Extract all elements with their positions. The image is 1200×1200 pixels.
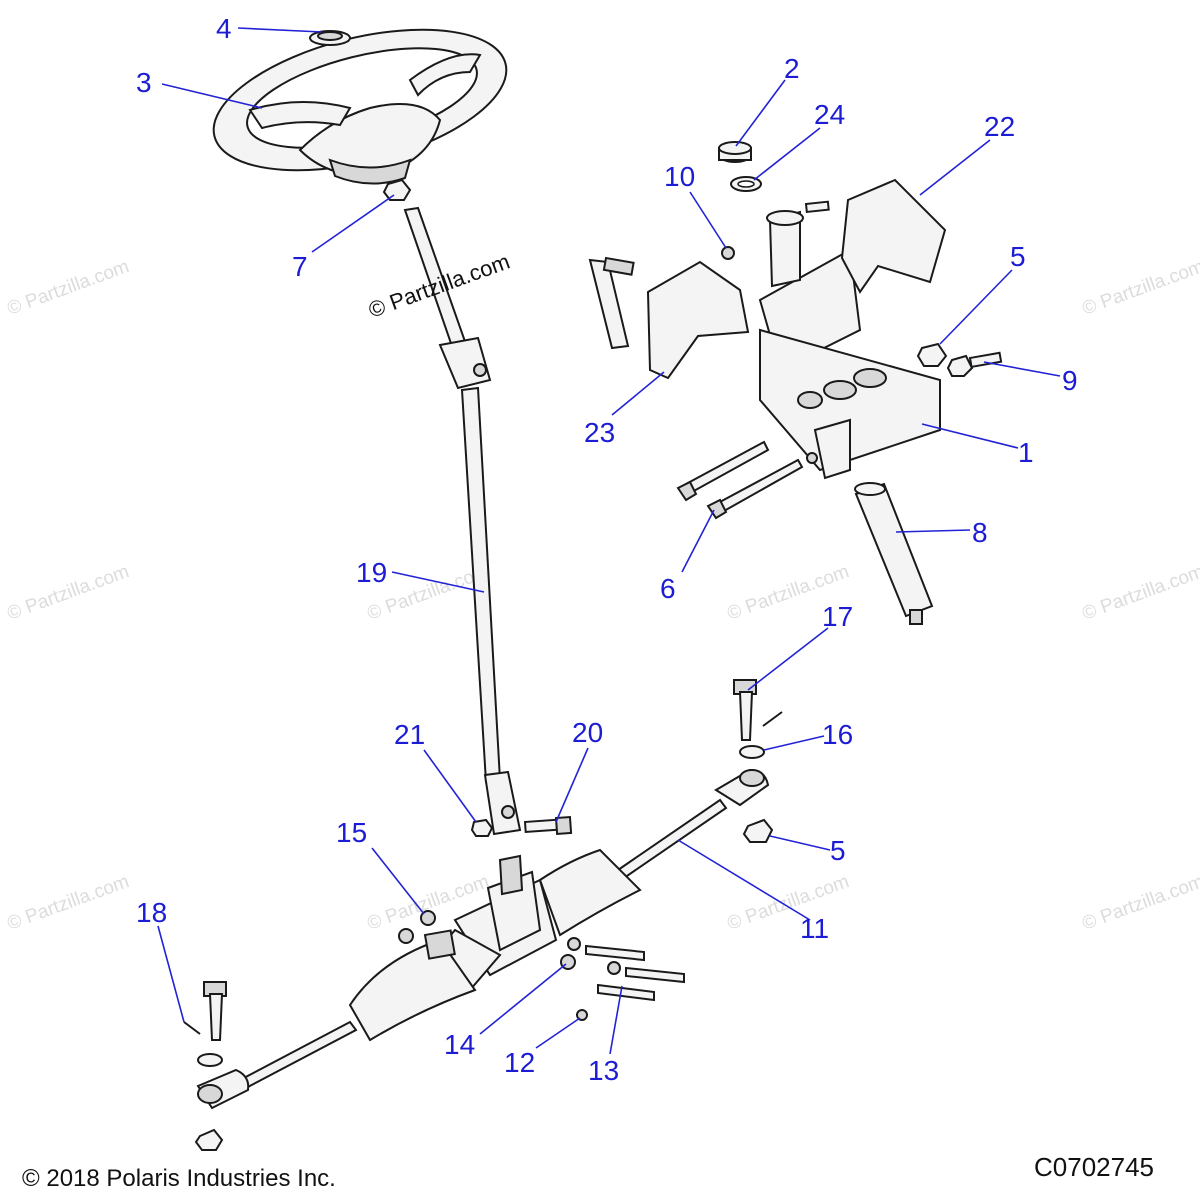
bolt-9 [946, 351, 1003, 377]
callout-21: 21 [394, 719, 425, 750]
column-sleeve-8 [854, 482, 934, 625]
copyright-notice: © 2018 Polaris Industries Inc. [22, 1165, 336, 1192]
watermark-tiles: © Partzilla.com © Partzilla.com © Partzi… [5, 256, 1200, 935]
tie-rod-end-left [196, 1068, 250, 1110]
rack-mount-bolts [398, 910, 685, 1021]
wheel-cap [309, 30, 351, 46]
tilt-lever [588, 256, 635, 350]
callout-15: 15 [336, 817, 367, 848]
flange-nut-left [194, 1128, 224, 1151]
watermark-tile: © Partzilla.com [5, 561, 132, 625]
u-joint-bolt [523, 815, 573, 836]
watermark-tile: © Partzilla.com [1080, 561, 1200, 625]
callout-14: 14 [444, 1029, 475, 1060]
u-joint-nut [470, 818, 494, 837]
leader-lines [157, 27, 1061, 1055]
callout-17: 17 [822, 601, 853, 632]
callout-11: 11 [800, 913, 829, 944]
callout-9: 9 [1062, 365, 1078, 396]
callout-19: 19 [356, 557, 387, 588]
bolt-17 [733, 679, 757, 741]
callout-22: 22 [984, 111, 1015, 142]
callout-23: 23 [584, 417, 615, 448]
callout-5-lower: 5 [830, 835, 846, 866]
bolt-18 [203, 981, 227, 1041]
shaft-nut [382, 178, 412, 201]
callout-20: 20 [572, 717, 603, 748]
callout-18: 18 [136, 897, 167, 928]
flange-nut-5-upper [916, 342, 948, 367]
column-cover-left [646, 260, 750, 380]
cotter-pin-right [762, 711, 783, 727]
watermark-tile: © Partzilla.com [1080, 256, 1200, 320]
callout-12: 12 [504, 1047, 535, 1078]
callout-5-upper: 5 [1010, 241, 1026, 272]
long-bolts-6 [676, 440, 818, 520]
callout-4: 4 [216, 13, 232, 44]
column-mount-bracket [758, 210, 941, 480]
washer-left [197, 1053, 223, 1067]
bearing-seal [718, 141, 752, 163]
cotter-pin-left [183, 1021, 201, 1035]
callout-13: 13 [588, 1055, 619, 1086]
callout-24: 24 [814, 99, 845, 130]
callout-2: 2 [784, 53, 800, 84]
small-nut-10 [721, 246, 735, 260]
callout-7: 7 [292, 251, 308, 282]
callout-8: 8 [972, 517, 988, 548]
callout-10: 10 [664, 161, 695, 192]
diagram-code: C0702745 [1034, 1152, 1154, 1182]
steering-rack [238, 798, 728, 1090]
upper-steering-shaft [403, 206, 522, 836]
watermark-tile: © Partzilla.com [5, 871, 132, 935]
callout-16: 16 [822, 719, 853, 750]
washer-16 [739, 745, 765, 759]
flange-nut-5-lower [742, 818, 774, 843]
column-cover-right [840, 178, 947, 294]
bolt-upper-right [804, 200, 830, 214]
tie-rod-end-right [714, 768, 770, 807]
callout-numbers: 1 2 3 4 5 5 6 7 8 9 10 11 12 13 14 15 16… [136, 13, 1078, 1086]
callout-1: 1 [1018, 437, 1034, 468]
callout-3: 3 [136, 67, 152, 98]
watermark-tile: © Partzilla.com [1080, 871, 1200, 935]
watermark-tile: © Partzilla.com [5, 256, 132, 320]
steering-wheel [212, 28, 508, 185]
callout-6: 6 [660, 573, 676, 604]
bearing-ring [730, 176, 762, 192]
